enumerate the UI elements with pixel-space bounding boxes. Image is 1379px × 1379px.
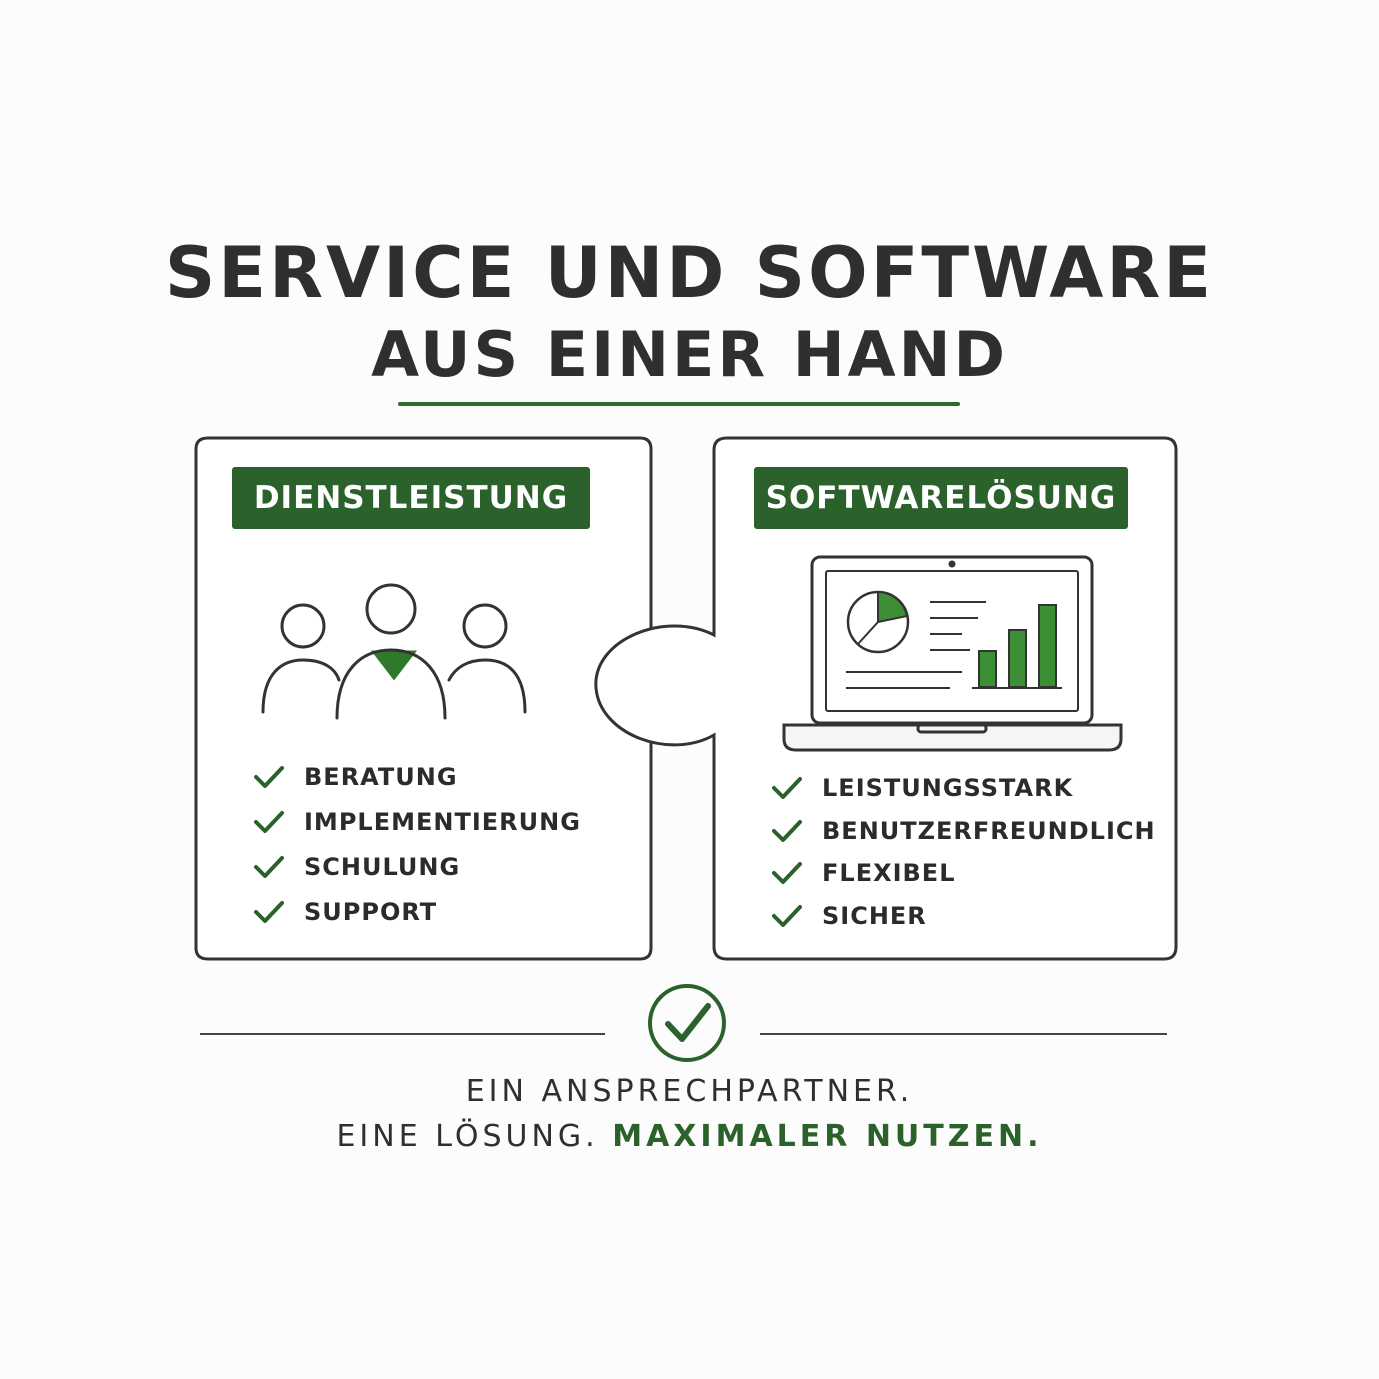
divider-right: [760, 1033, 1167, 1035]
right-puzzle-piece: [594, 436, 1178, 961]
badge-softwareloesung: SOFTWARELÖSUNG: [754, 467, 1128, 529]
check-icon: [772, 819, 802, 842]
service-checklist: BERATUNG IMPLEMENTIERUNG SCHULUNG SUPPOR…: [252, 754, 581, 934]
badge-dienstleistung: DIENSTLEISTUNG: [232, 467, 590, 529]
list-item: BENUTZERFREUNDLICH: [770, 810, 1156, 853]
check-icon: [772, 862, 802, 885]
tagline-accent: MAXIMALER NUTZEN.: [612, 1119, 1043, 1154]
check-icon: [254, 900, 284, 923]
check-icon: [772, 777, 802, 800]
check-icon: [772, 904, 802, 927]
list-item-label: SCHULUNG: [304, 852, 461, 881]
title-line-1: SERVICE UND SOFTWARE: [164, 232, 1215, 314]
list-item-label: IMPLEMENTIERUNG: [304, 807, 581, 836]
list-item-label: BENUTZERFREUNDLICH: [822, 816, 1156, 845]
title-underline: [398, 402, 960, 406]
check-icon: [254, 765, 284, 788]
list-item: FLEXIBEL: [770, 852, 1156, 895]
title-line-2: AUS EINER HAND: [371, 318, 1008, 391]
people-group-icon: [261, 583, 527, 720]
software-checklist: LEISTUNGSSTARK BENUTZERFREUNDLICH FLEXIB…: [770, 767, 1156, 937]
check-icon: [254, 855, 284, 878]
tagline-line-1: EIN ANSPRECHPARTNER.: [465, 1074, 914, 1109]
check-circle-icon: [648, 984, 726, 1062]
check-icon: [254, 810, 284, 833]
list-item-label: BERATUNG: [304, 762, 458, 791]
list-item: LEISTUNGSSTARK: [770, 767, 1156, 810]
list-item: IMPLEMENTIERUNG: [252, 799, 581, 844]
list-item-label: FLEXIBEL: [822, 859, 956, 888]
tagline-line-2: EINE LÖSUNG. MAXIMALER NUTZEN.: [0, 1119, 1379, 1154]
list-item-label: SICHER: [822, 901, 927, 930]
list-item: SICHER: [770, 895, 1156, 938]
divider-left: [200, 1033, 605, 1035]
laptop-dashboard-icon: [782, 555, 1123, 752]
list-item: BERATUNG: [252, 754, 581, 799]
list-item-label: SUPPORT: [304, 897, 438, 926]
left-puzzle-piece: [194, 436, 653, 961]
list-item-label: LEISTUNGSSTARK: [822, 774, 1074, 803]
list-item: SUPPORT: [252, 889, 581, 934]
tagline-plain: EINE LÖSUNG.: [336, 1119, 599, 1154]
list-item: SCHULUNG: [252, 844, 581, 889]
